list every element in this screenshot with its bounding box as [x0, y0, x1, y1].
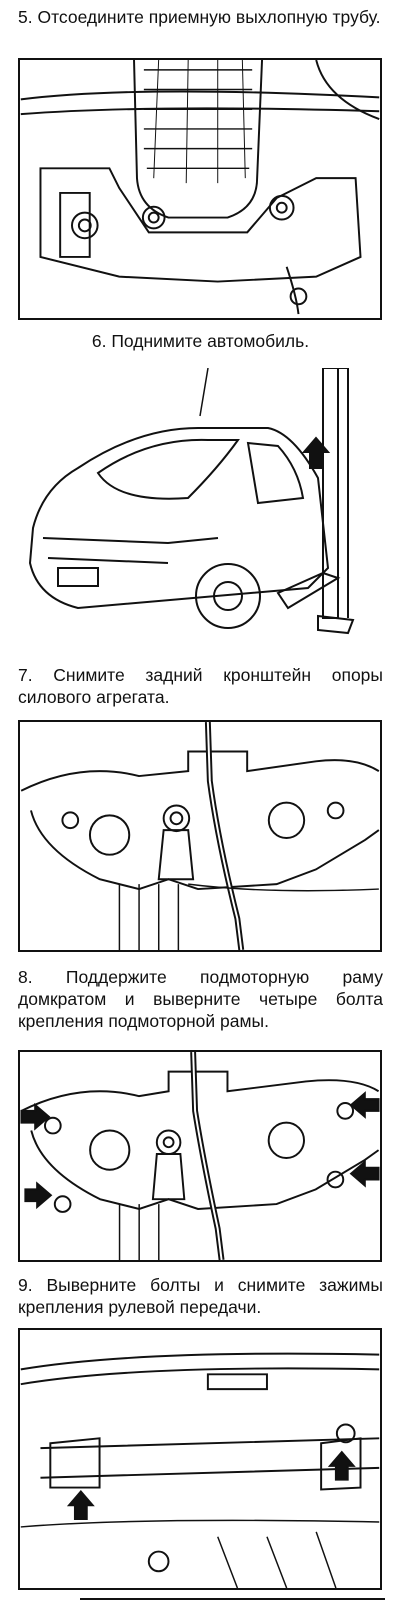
figure-steering-clamps — [18, 1328, 382, 1590]
step-9-text: 9. Выверните болты и снимите зажимы креп… — [18, 1275, 383, 1317]
figure-exhaust-pipe — [18, 58, 382, 320]
bolt-icon — [268, 194, 295, 221]
arrow-icon — [66, 1489, 95, 1521]
step-8-text: 8. Поддержите подмоторную раму домкратом… — [18, 967, 383, 1031]
step-6-text: 6. Поднимите автомобиль. — [91, 331, 310, 351]
bolt-icon — [141, 205, 166, 230]
arrow-icon — [20, 1102, 51, 1131]
arrow-icon — [349, 1159, 380, 1188]
arrow-icon — [349, 1091, 380, 1119]
figure-rear-bracket — [18, 720, 382, 952]
arrow-icon — [301, 436, 331, 469]
bolt-icon — [70, 211, 99, 240]
step-7-text: 7. Снимите задний кронштейн опоры силово… — [18, 665, 383, 707]
figure-lift-car — [18, 368, 382, 658]
bolt-icon — [155, 1129, 182, 1156]
bolt-icon — [162, 804, 191, 833]
step-5-text: 5. Отсоедините приемную выхлопную трубу. — [18, 7, 381, 27]
arrow-icon — [24, 1181, 53, 1210]
bottom-rule — [80, 1598, 385, 1600]
figure-subframe-bolts — [18, 1050, 382, 1262]
arrow-icon — [327, 1450, 356, 1481]
